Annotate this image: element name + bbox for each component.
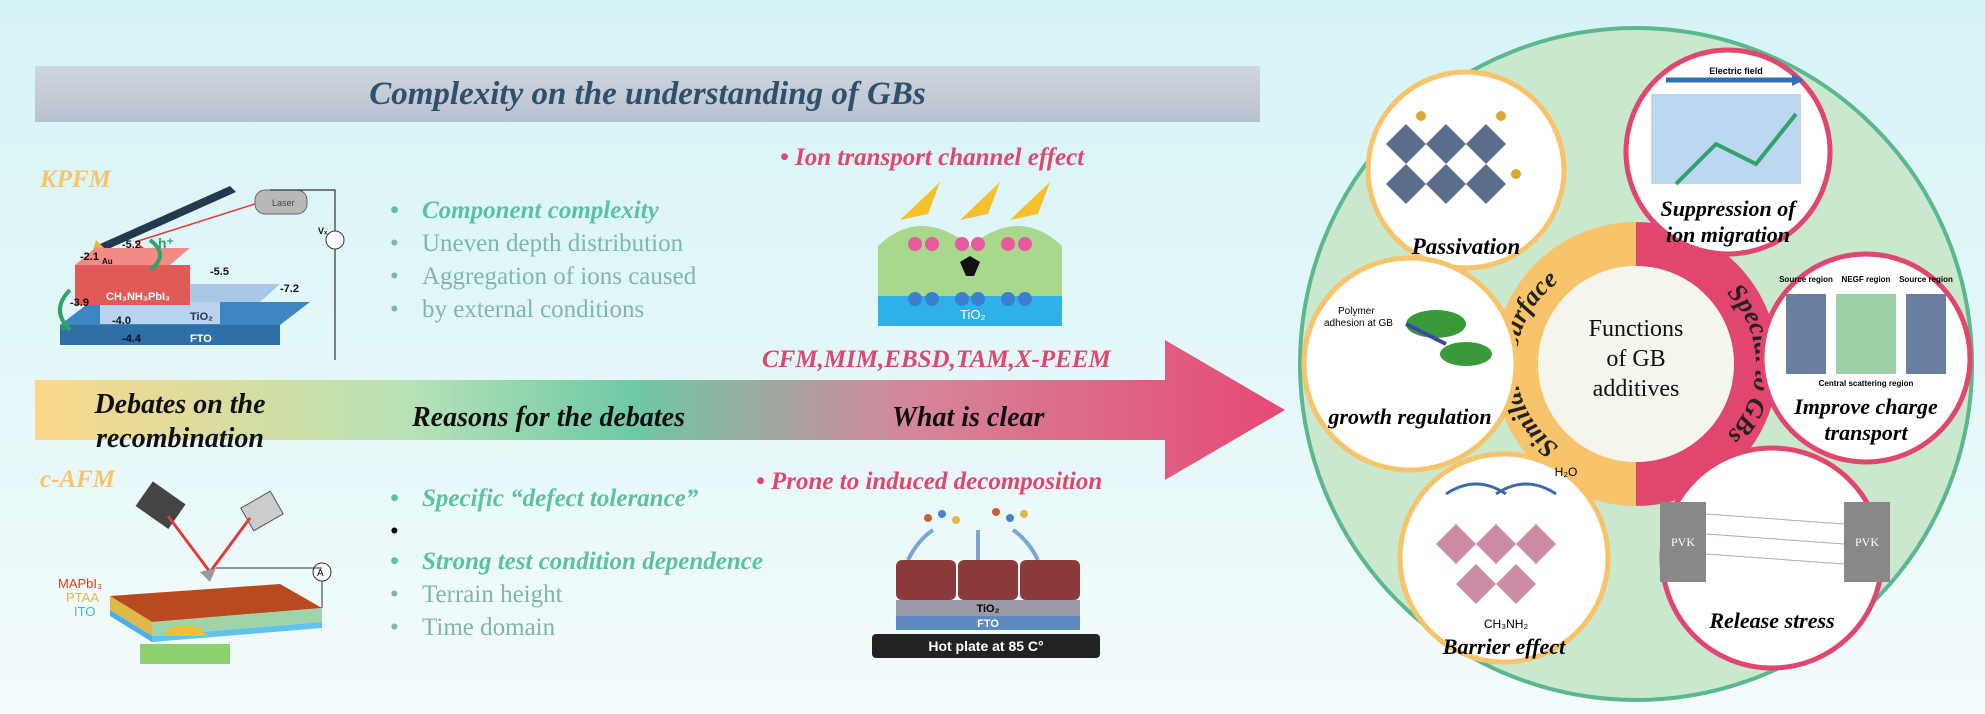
svg-text:-2.1: -2.1 xyxy=(80,251,99,263)
svg-text:Suppression of: Suppression of xyxy=(1660,196,1798,221)
svg-text:TiO₂: TiO₂ xyxy=(190,311,213,323)
svg-text:FTO: FTO xyxy=(977,618,999,630)
svg-text:Vₓ: Vₓ xyxy=(318,226,328,236)
bullet-time: Time domain xyxy=(386,611,763,644)
svg-text:TiO₂: TiO₂ xyxy=(976,603,999,615)
kpfm-label: KPFM xyxy=(40,166,111,193)
svg-text:e⁻: e⁻ xyxy=(60,318,74,333)
arrow-middle-text: Reasons for the debates xyxy=(412,402,685,433)
svg-text:CH₃NH₂: CH₃NH₂ xyxy=(1484,617,1529,631)
svg-text:H₂O: H₂O xyxy=(1555,465,1578,479)
svg-text:of GB: of GB xyxy=(1606,346,1665,372)
laser-icon: Laser xyxy=(254,189,308,215)
svg-text:PVK: PVK xyxy=(1671,535,1695,549)
svg-text:ion migration: ion migration xyxy=(1666,222,1790,247)
main-arrow xyxy=(35,340,1285,480)
svg-text:Laser: Laser xyxy=(272,198,295,208)
svg-text:transport: transport xyxy=(1824,420,1908,445)
svg-text:Release stress: Release stress xyxy=(1708,608,1834,633)
detector-icon xyxy=(240,490,284,532)
svg-text:A: A xyxy=(317,568,324,579)
svg-text:-7.2: -7.2 xyxy=(280,283,299,295)
svg-text:-5.2: -5.2 xyxy=(122,239,141,251)
title-banner: Complexity on the understanding of GBs xyxy=(35,66,1260,122)
svg-text:Electric field: Electric field xyxy=(1709,66,1763,76)
kpfm-schematic: Laser -2.1 -5.2 h⁺ -5.5 -7.2 -3.9 -4.0 -… xyxy=(58,186,345,360)
svg-text:additives: additives xyxy=(1593,376,1680,402)
ion-channel-heading: • Ion transport channel effect xyxy=(780,144,1085,171)
svg-text:-3.9: -3.9 xyxy=(70,297,89,309)
bullet-depth: Uneven depth distribution xyxy=(386,227,696,260)
bullet-terrain: Terrain height xyxy=(386,578,763,611)
svg-text:PVK: PVK xyxy=(1855,535,1879,549)
svg-text:adhesion at GB: adhesion at GB xyxy=(1324,318,1393,329)
page-title: Complexity on the understanding of GBs xyxy=(369,75,926,112)
svg-text:Hot plate at 85 C°: Hot plate at 85 C° xyxy=(928,638,1043,654)
svg-text:TiO₂: TiO₂ xyxy=(960,307,986,322)
svg-text:PTAA: PTAA xyxy=(66,590,99,605)
svg-text:FTO: FTO xyxy=(190,333,212,345)
svg-text:-4.0: -4.0 xyxy=(112,315,131,327)
functions-wheel: Similar to surface Special to GBs Functi… xyxy=(1298,26,1974,702)
svg-text:-4.4: -4.4 xyxy=(122,333,142,345)
svg-text:Source region: Source region xyxy=(1779,275,1833,284)
svg-text:Central scattering region: Central scattering region xyxy=(1819,379,1914,388)
svg-text:h⁺: h⁺ xyxy=(158,235,174,251)
cafm-schematic: A MAPbI₃ PTAA ITO xyxy=(58,481,332,664)
svg-text:CH₃NH₃PbI₃: CH₃NH₃PbI₃ xyxy=(106,291,170,303)
svg-text:NEGF region: NEGF region xyxy=(1842,275,1891,284)
decomposition-heading: • Prone to induced decomposition xyxy=(756,468,1103,495)
svg-text:Source region: Source region xyxy=(1899,275,1953,284)
bullets-bottom: Specific “defect tolerance” Strong test … xyxy=(386,482,763,644)
svg-text:ITO: ITO xyxy=(74,604,95,619)
bullet-aggregation-cont: by external conditions xyxy=(386,293,696,326)
svg-text:growth regulation: growth regulation xyxy=(1327,404,1491,429)
svg-text:Functions: Functions xyxy=(1589,316,1684,342)
svg-text:Passivation: Passivation xyxy=(1411,234,1521,259)
svg-text:Improve charge: Improve charge xyxy=(1793,394,1938,419)
arrow-left-text: Debates on the recombination xyxy=(94,389,266,454)
decomposition-illustration: TiO₂ FTO Hot plate at 85 C° xyxy=(872,508,1100,658)
svg-text:Barrier effect: Barrier effect xyxy=(1442,634,1566,659)
bullet-defect-tolerance: Specific “defect tolerance” xyxy=(386,482,763,515)
laser-source-icon xyxy=(135,481,186,529)
arrow-right-text: What is clear xyxy=(892,402,1045,433)
techniques-label: CFM,MIM,EBSD,TAM,X-PEEM xyxy=(762,346,1111,373)
svg-text:Polymer: Polymer xyxy=(1338,306,1375,317)
svg-text:MAPbI₃: MAPbI₃ xyxy=(58,576,102,591)
svg-text:Au: Au xyxy=(102,257,113,266)
bullet-component: Component complexity xyxy=(386,194,696,227)
cafm-label: c-AFM xyxy=(40,466,115,493)
bullet-aggregation: Aggregation of ions caused xyxy=(386,260,696,293)
bullets-top: Component complexity Uneven depth distri… xyxy=(386,194,696,326)
bullet-test-condition: Strong test condition dependence xyxy=(386,545,763,578)
ion-channel-illustration: TiO₂ xyxy=(878,182,1062,326)
svg-text:-5.5: -5.5 xyxy=(210,266,229,278)
